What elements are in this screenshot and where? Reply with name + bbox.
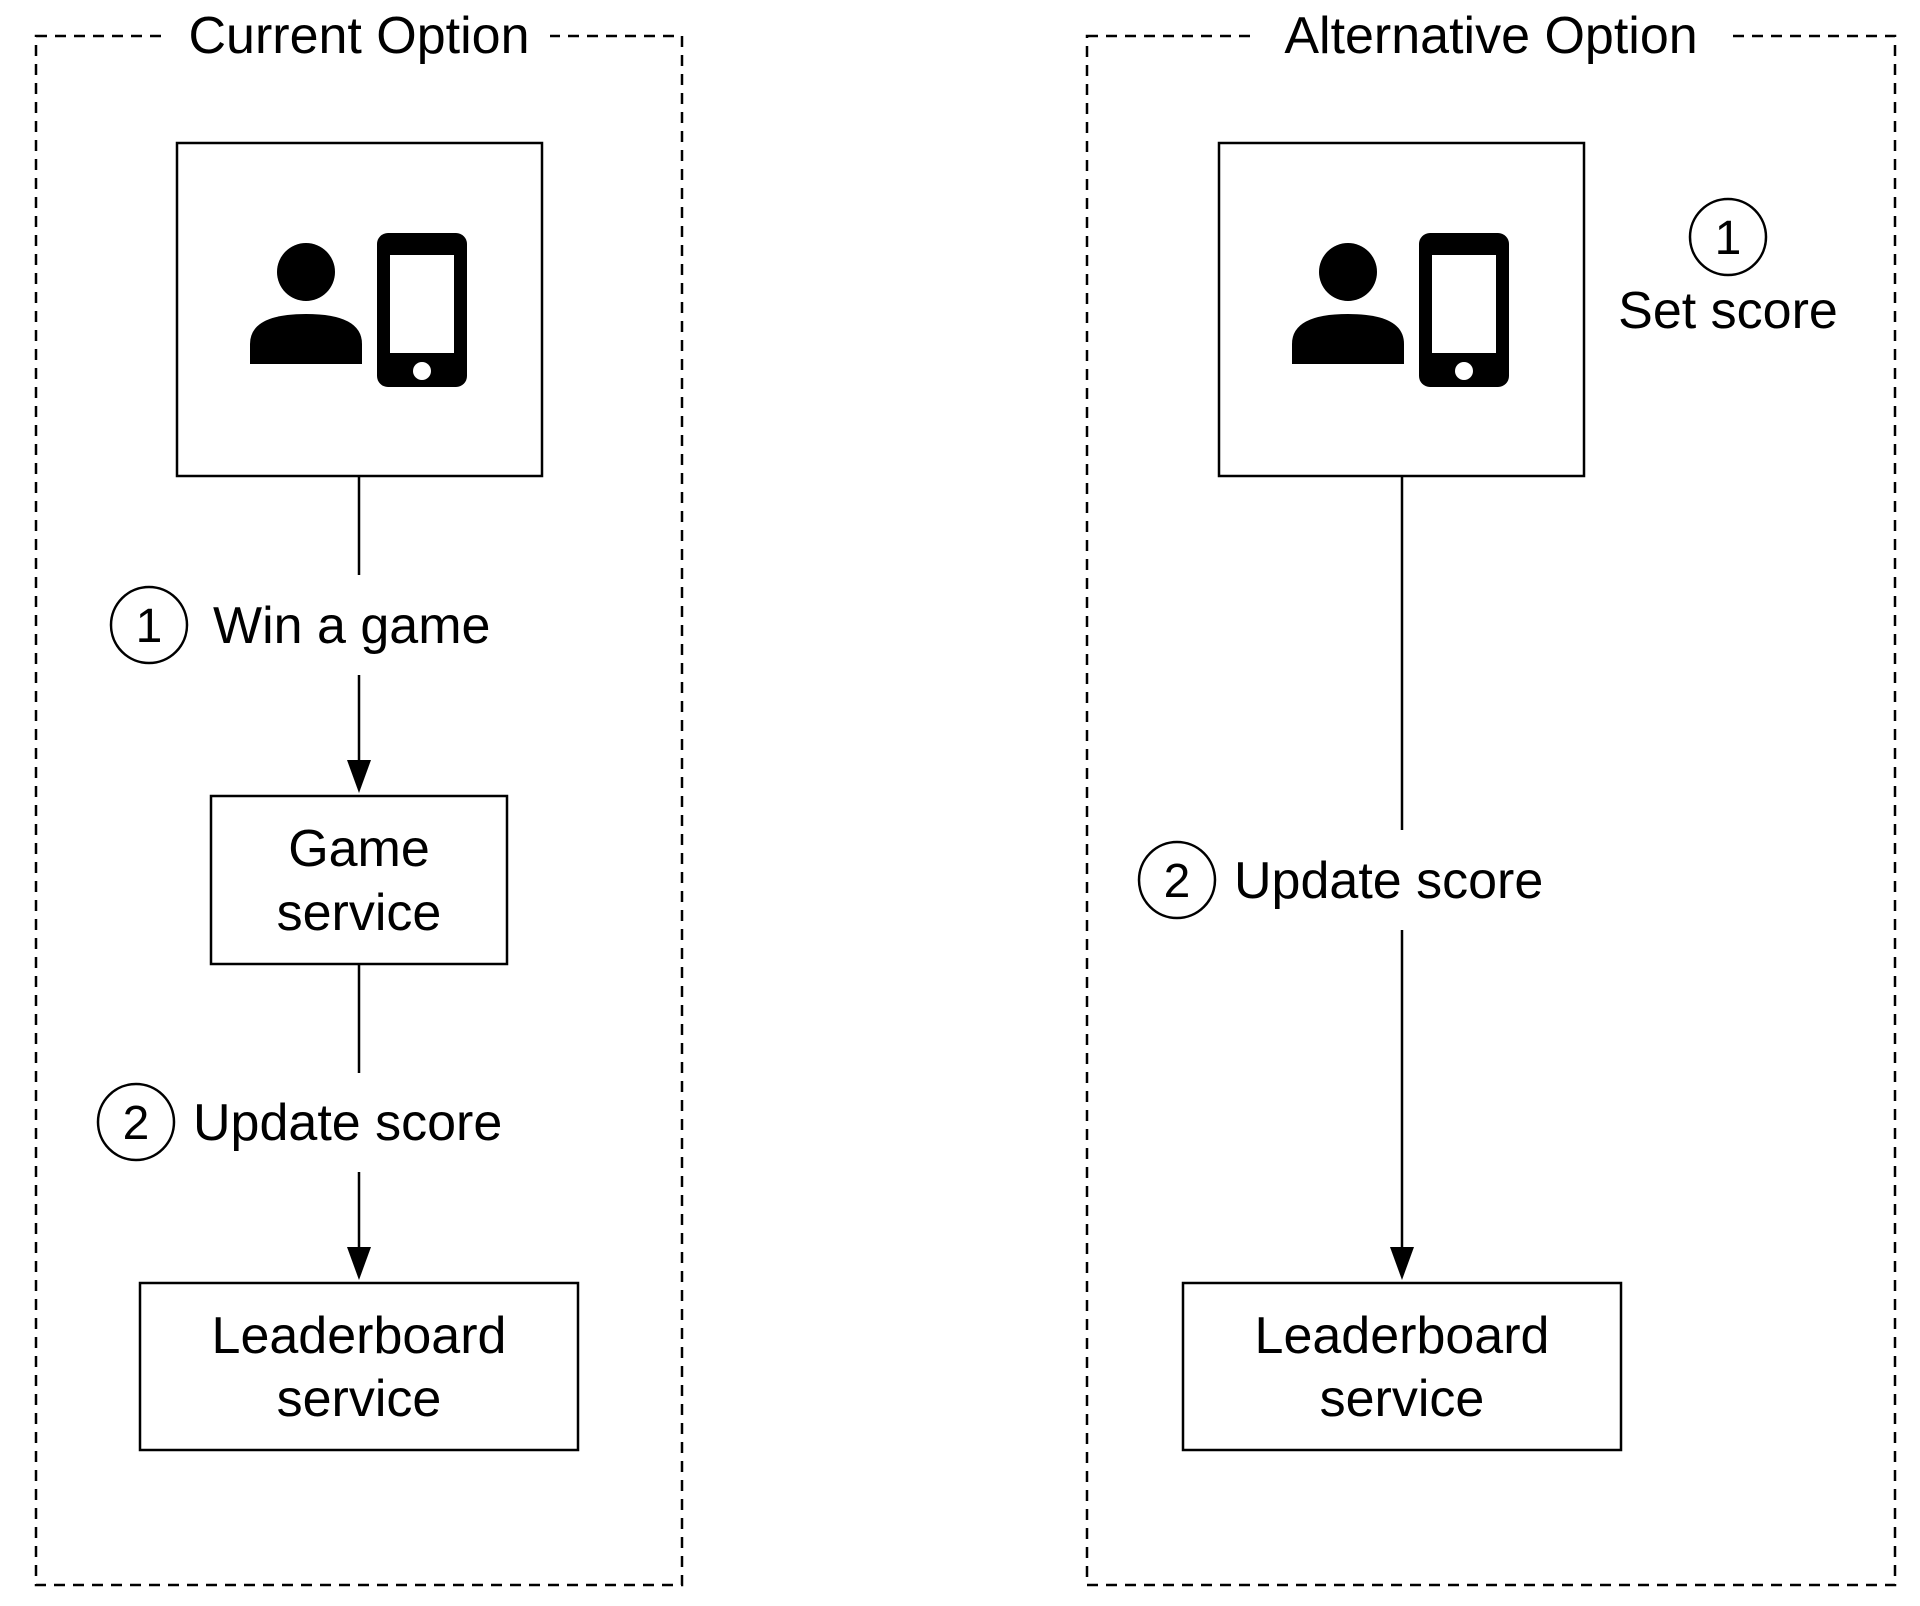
current-option-title-mask: [168, 4, 550, 68]
step-2-label: Update score: [1234, 852, 1543, 910]
leaderboard-label-line1: Leaderboard: [212, 1307, 507, 1365]
current-option-title: Current Option: [188, 7, 529, 65]
step-2-badge: 2: [96, 1082, 176, 1162]
game-service-label-line2: service: [277, 884, 442, 942]
leaderboard-label-line1: Leaderboard: [1255, 1307, 1550, 1365]
arrowhead-icon: [347, 1247, 371, 1280]
alternative-option-panel: Alternative Option 1 Set score 2 U: [1085, 4, 1897, 1587]
current-step1: 1 Win a game: [109, 585, 490, 665]
game-service-box: Game service: [209, 794, 509, 966]
alternative-leaderboard-box: Leaderboard service: [1181, 1281, 1623, 1452]
step-2-label: Update score: [193, 1094, 502, 1152]
step-1-number: 1: [136, 600, 163, 653]
current-option-panel: Current Option 1 Win a game Game: [34, 4, 684, 1587]
current-step2: 2 Update score: [96, 1082, 502, 1162]
step-1-label: Win a game: [213, 597, 490, 655]
alternative-step1: 1 Set score: [1618, 197, 1838, 340]
leaderboard-label-line2: service: [277, 1370, 442, 1428]
smartphone-icon: [1419, 233, 1509, 387]
step-2-number: 2: [123, 1097, 150, 1150]
arrowhead-icon: [347, 760, 371, 793]
step-2-number: 2: [1164, 855, 1191, 908]
smartphone-icon: [377, 233, 467, 387]
step-1-label: Set score: [1618, 282, 1838, 340]
leaderboard-label-line2: service: [1320, 1370, 1485, 1428]
current-client-box: [175, 141, 544, 478]
step-2-badge: 2: [1137, 840, 1217, 920]
current-leaderboard-box: Leaderboard service: [138, 1281, 580, 1452]
step-1-number: 1: [1715, 212, 1742, 265]
alternative-client-box: [1217, 141, 1586, 478]
alternative-option-title: Alternative Option: [1284, 7, 1697, 65]
alternative-step2: 2 Update score: [1137, 840, 1543, 920]
arrowhead-icon: [1390, 1247, 1414, 1280]
step-1-badge: 1: [109, 585, 189, 665]
alternative-option-title-mask: [1256, 4, 1726, 68]
game-service-label-line1: Game: [288, 820, 430, 878]
step-1-badge: 1: [1688, 197, 1768, 277]
